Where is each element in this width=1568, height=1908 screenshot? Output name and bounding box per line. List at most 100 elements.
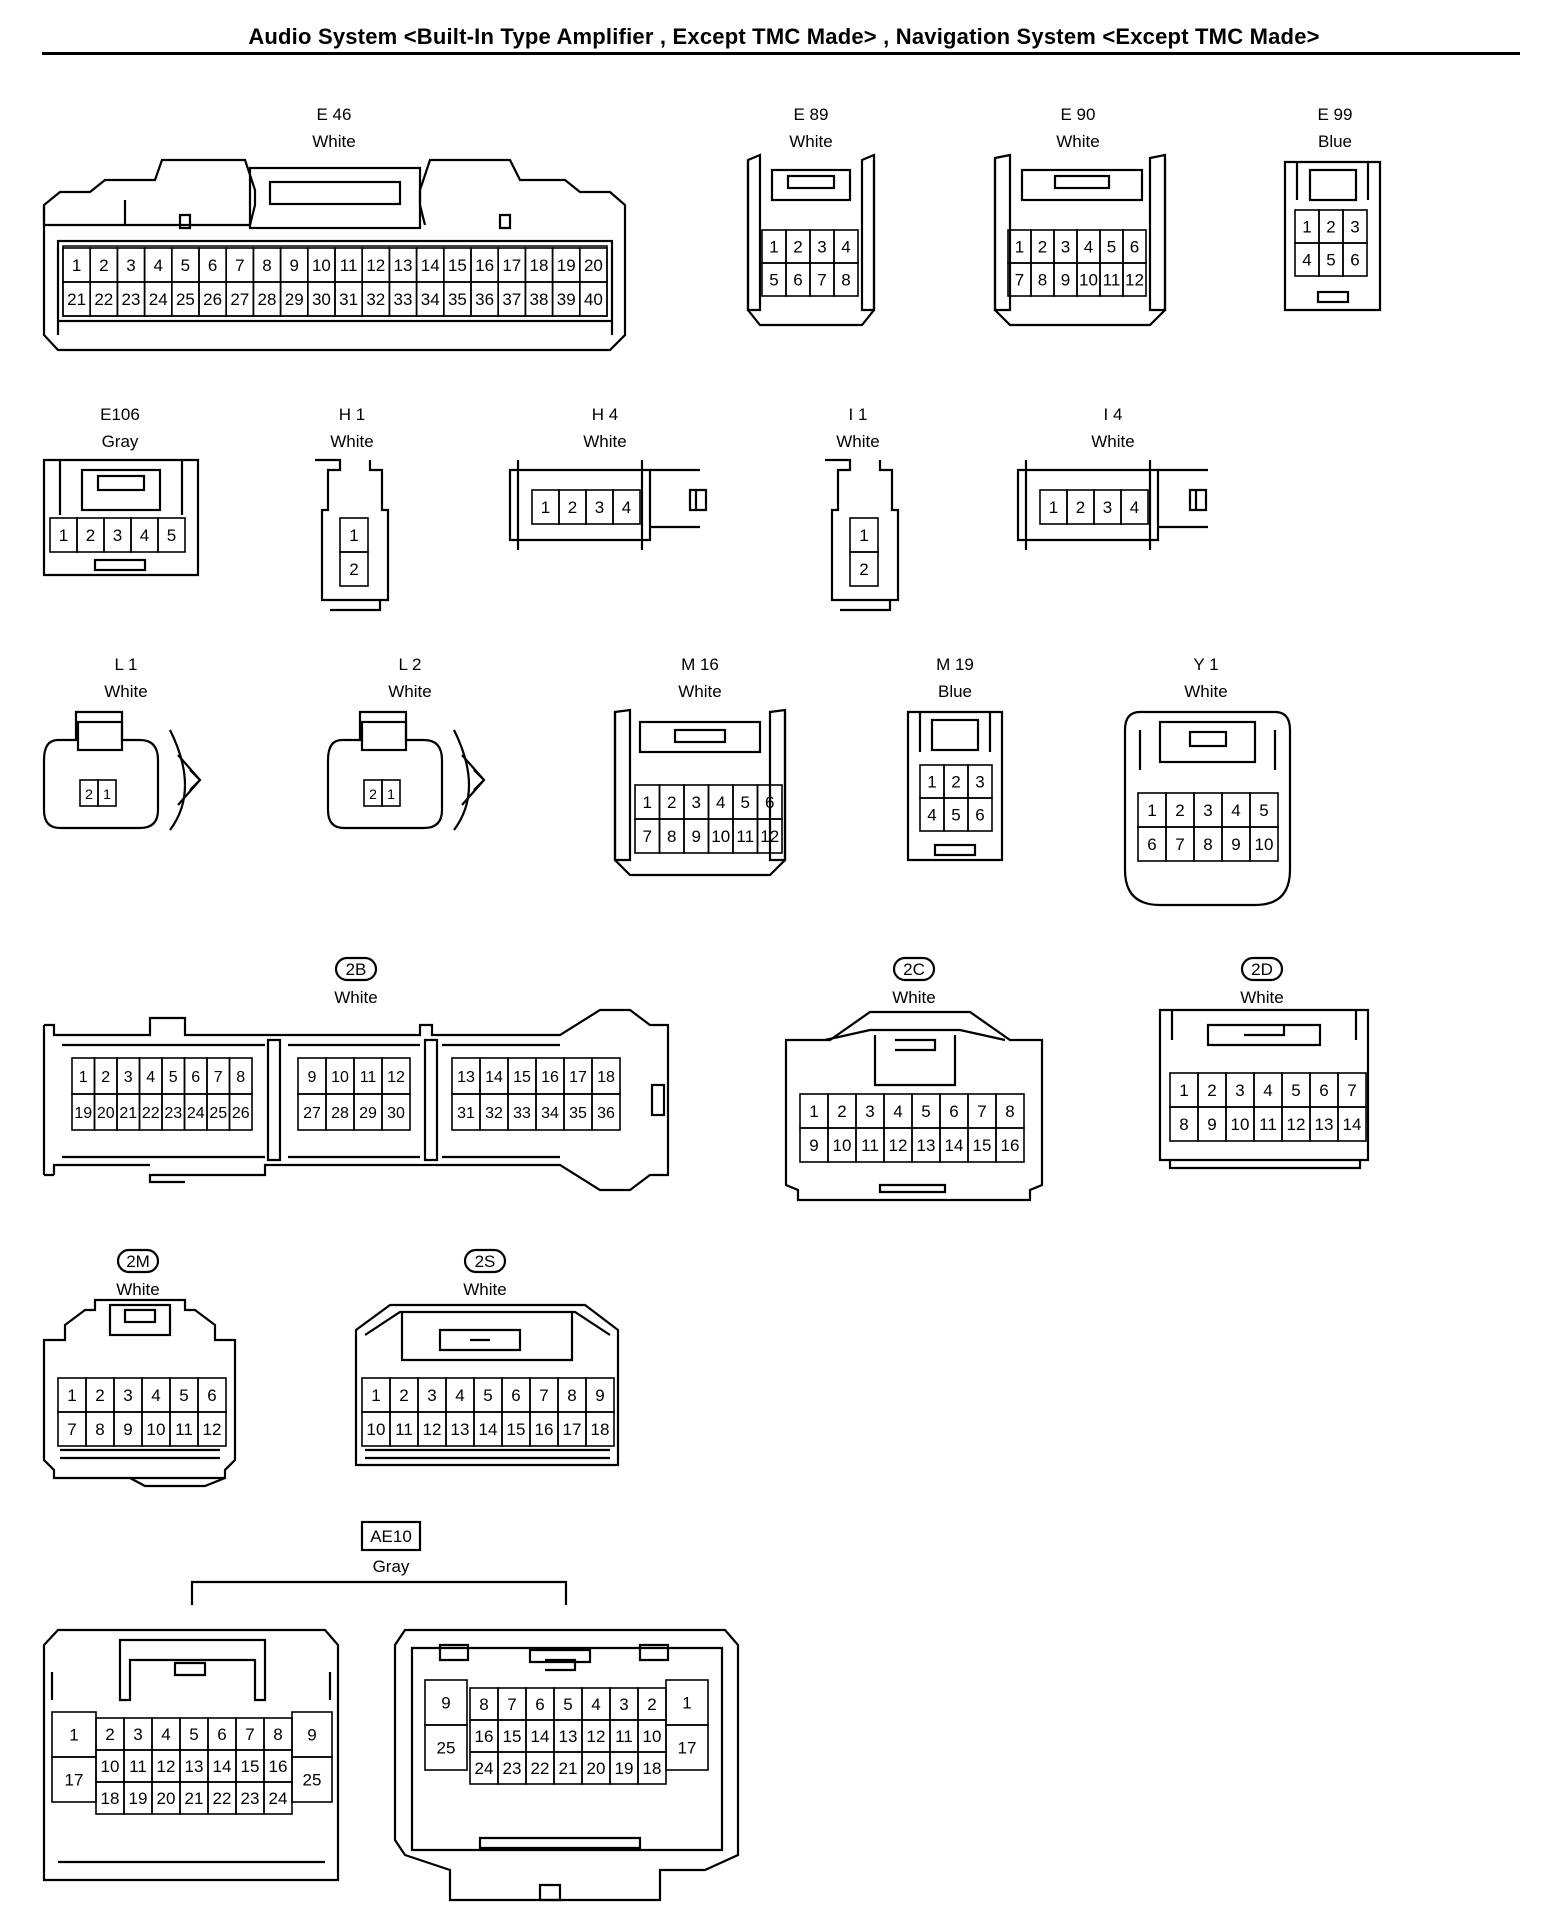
pin-number: 23 (164, 1105, 182, 1122)
pin-cell (197, 1411, 227, 1447)
pin-number: 9 (307, 1726, 316, 1745)
pin-number: 10 (1255, 835, 1274, 854)
pin-number: 21 (185, 1789, 204, 1808)
pin-number: 3 (1203, 801, 1212, 820)
pin-number: 6 (1147, 835, 1156, 854)
pin-number: 7 (817, 271, 826, 290)
pin-cell (585, 1411, 615, 1447)
pin-number: 8 (1179, 1115, 1188, 1134)
connector-body (42, 710, 160, 830)
pin-number: 1 (927, 773, 936, 792)
pin-number: 1 (79, 1069, 88, 1086)
connector-body (42, 158, 257, 227)
pin-number: 23 (122, 290, 141, 309)
pin-number: 25 (437, 1739, 456, 1758)
connector-body (825, 458, 900, 602)
pin-number: 1 (103, 786, 111, 802)
pin-number: 31 (339, 290, 358, 309)
pin-number: 19 (557, 256, 576, 275)
pin-cell (339, 551, 369, 587)
pin-number: 7 (507, 1695, 516, 1714)
pin-number: 10 (1231, 1115, 1250, 1134)
connector-color: White (1184, 682, 1227, 701)
pin-number: 10 (331, 1069, 349, 1086)
pin-number: 2 (101, 1069, 110, 1086)
connector-body (784, 1010, 1044, 1202)
pin-number: 10 (367, 1420, 386, 1439)
pin-number: 11 (1259, 1115, 1277, 1134)
pin-number: 14 (1343, 1115, 1362, 1134)
connector-id: H 4 (592, 405, 618, 424)
pin-number: 7 (67, 1420, 76, 1439)
pin-number: 15 (241, 1757, 260, 1776)
pin-number: 4 (622, 498, 631, 517)
pin-number: 5 (1326, 251, 1335, 270)
pin-number: 17 (569, 1069, 587, 1086)
pin-number: 6 (191, 1069, 200, 1086)
pin-number: 19 (129, 1789, 148, 1808)
pin-number: 3 (692, 793, 701, 812)
pin-number: 15 (973, 1136, 992, 1155)
pin-number: 4 (927, 806, 936, 825)
pin-number: 11 (360, 1069, 377, 1086)
pin-number: 1 (1049, 498, 1058, 517)
connector-color: White (334, 988, 377, 1007)
pin-number: 2 (349, 560, 358, 579)
pin-number: 2 (86, 526, 95, 545)
pin-grid: 12 (849, 517, 879, 587)
pin-number: 2 (105, 1725, 114, 1744)
pin-number: 3 (619, 1695, 628, 1714)
pin-number: 13 (1315, 1115, 1334, 1134)
connector-id: I 4 (1104, 405, 1123, 424)
pin-number: 1 (859, 526, 868, 545)
pin-cell (424, 1724, 468, 1771)
pin-number: 13 (559, 1727, 578, 1746)
pin-number: 22 (142, 1105, 160, 1122)
pin-number: 9 (289, 256, 298, 275)
connector-id: 2B (346, 960, 367, 979)
pin-number: 2 (95, 1386, 104, 1405)
pin-cell (381, 779, 401, 807)
pin-number: 12 (157, 1757, 176, 1776)
pin-number: 9 (595, 1386, 604, 1405)
pin-number: 7 (245, 1725, 254, 1744)
pin-number: 1 (371, 1386, 380, 1405)
pin-number: 5 (181, 256, 190, 275)
pin-number: 15 (448, 256, 467, 275)
pin-number: 7 (539, 1386, 548, 1405)
pin-number: 4 (146, 1069, 155, 1086)
pin-number: 4 (591, 1695, 600, 1714)
pin-number: 14 (421, 256, 440, 275)
pin-number: 2 (859, 560, 868, 579)
pin-number: 24 (149, 290, 168, 309)
pin-number: 13 (185, 1757, 204, 1776)
pin-number: 1 (387, 786, 395, 802)
pin-number: 11 (340, 256, 358, 275)
pin-number: 23 (503, 1759, 522, 1778)
pin-number: 26 (203, 290, 222, 309)
connector-id: E 90 (1061, 105, 1096, 124)
pin-number: 1 (349, 526, 358, 545)
pin-number: 4 (1130, 498, 1139, 517)
pin-number: 10 (1079, 271, 1098, 290)
pin-cell (591, 1093, 621, 1131)
pin-number: 7 (643, 827, 652, 846)
pin-number: 16 (535, 1420, 554, 1439)
pin-number: 22 (531, 1759, 550, 1778)
pin-number: 3 (133, 1725, 142, 1744)
pin-number: 25 (209, 1105, 227, 1122)
connector-color: Gray (102, 432, 139, 451)
connector-color: White (463, 1280, 506, 1299)
connector-body (746, 153, 876, 312)
pin-number: 2 (1175, 801, 1184, 820)
